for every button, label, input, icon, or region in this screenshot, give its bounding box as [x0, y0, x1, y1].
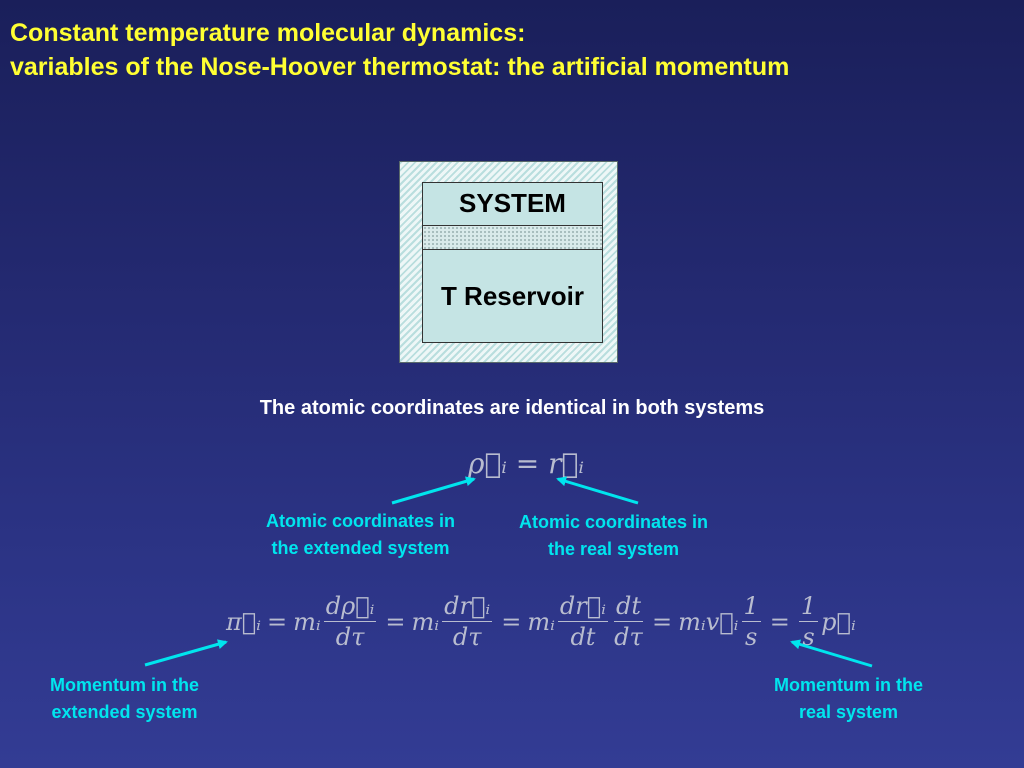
momentum-real-term: p⃗ᵢ	[821, 607, 856, 636]
mass-term-1: mᵢ	[293, 607, 321, 636]
momentum-lhs: π⃗ᵢ	[226, 607, 262, 636]
arrow-to-r	[556, 476, 639, 505]
mass-term-4: mᵢ	[678, 607, 706, 636]
fraction-denominator: dτ	[335, 623, 365, 651]
momentum-equation: π⃗ᵢ = mᵢ dρ⃗ᵢ dτ = mᵢ dr⃗ᵢ dτ = mᵢ dr⃗ᵢ …	[226, 592, 856, 651]
label-line: Atomic coordinates in	[519, 512, 709, 532]
fraction-dt-dtau: dt dτ	[613, 592, 643, 651]
equals-sign-2: =	[385, 607, 406, 636]
fraction-numerator: dρ⃗ᵢ	[323, 592, 377, 622]
equals-sign-1: =	[267, 607, 288, 636]
slide-title: Constant temperature molecular dynamics:…	[10, 16, 789, 84]
caption-text: The atomic coordinates are identical in …	[259, 397, 765, 419]
equals-sign-3: =	[501, 607, 522, 636]
label-momentum-real: Momentum in the real system	[774, 672, 923, 726]
fraction-drho-dtau: dρ⃗ᵢ dτ	[323, 592, 377, 651]
reservoir-label: T Reservoir	[440, 281, 585, 311]
coordinates-equation: ρ⃗ᵢ = r⃗ᵢ	[468, 447, 584, 480]
label-line: real system	[798, 702, 899, 722]
fraction-denominator: dτ	[452, 623, 482, 651]
fraction-denominator: dt	[570, 623, 596, 651]
fraction-one-over-s-1: 1 s	[741, 592, 761, 651]
fraction-dr-dt: dr⃗ᵢ dt	[557, 592, 608, 651]
equals-sign-4: =	[652, 607, 673, 636]
fraction-denominator: dτ	[614, 623, 643, 651]
label-coords-real: Atomic coordinates in the real system	[519, 509, 708, 563]
thermostat-diagram: SYSTEM T Reservoir	[399, 161, 618, 363]
fraction-numerator: 1	[741, 592, 761, 622]
fraction-one-over-s-2: 1 s	[798, 592, 819, 651]
label-line: extended system	[51, 702, 198, 722]
label-momentum-extended: Momentum in the extended system	[50, 672, 199, 726]
arrow-to-pi	[144, 639, 228, 667]
label-line: the real system	[547, 539, 680, 559]
fraction-numerator: dr⃗ᵢ	[557, 592, 608, 622]
diagram-inner-box: SYSTEM T Reservoir	[422, 182, 603, 343]
equals-sign-5: =	[769, 607, 790, 636]
title-line-1: Constant temperature molecular dynamics:	[10, 19, 526, 47]
mass-term-3: mᵢ	[527, 607, 555, 636]
system-box: SYSTEM	[423, 183, 602, 226]
label-line: Atomic coordinates in	[266, 511, 456, 531]
label-line: the extended system	[271, 538, 450, 558]
fraction-numerator: dr⃗ᵢ	[442, 592, 493, 622]
label-coords-extended: Atomic coordinates in the extended syste…	[266, 508, 455, 562]
velocity-term: v⃗ᵢ	[705, 607, 739, 636]
fraction-dr-dtau: dr⃗ᵢ dτ	[442, 592, 493, 651]
label-line: Momentum in the	[50, 675, 199, 695]
fraction-numerator: 1	[798, 592, 819, 622]
fraction-denominator: s	[802, 623, 815, 651]
fraction-denominator: s	[744, 623, 758, 651]
mass-term-2: mᵢ	[411, 607, 440, 636]
system-label: SYSTEM	[459, 188, 566, 218]
diagram-membrane	[423, 226, 602, 250]
arrow-to-rho	[391, 476, 476, 505]
fraction-numerator: dt	[613, 592, 643, 622]
label-line: Momentum in the	[774, 675, 923, 695]
title-line-2: variables of the Nose-Hoover thermostat:…	[10, 53, 790, 81]
